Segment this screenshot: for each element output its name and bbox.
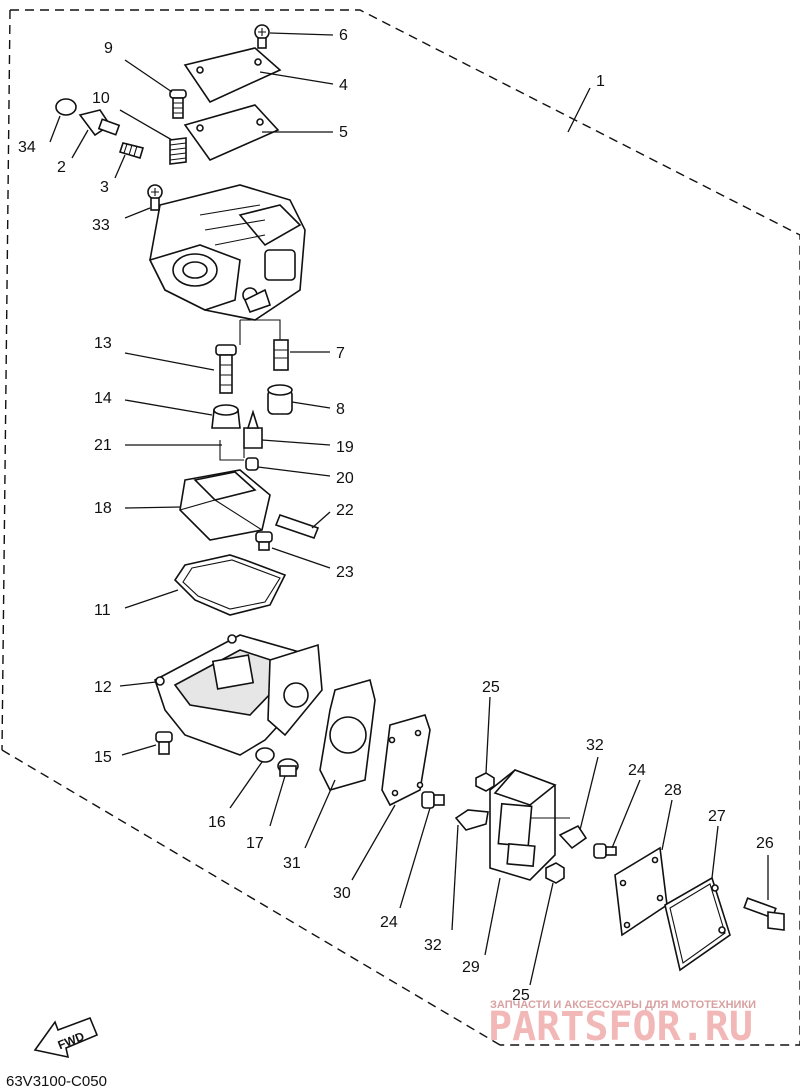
o-ring (55, 98, 77, 116)
callout-3: 3 (100, 179, 109, 196)
callout-24-right: 24 (628, 762, 646, 779)
callout-19: 19 (336, 439, 354, 456)
top-cover (183, 47, 282, 104)
callout-22: 22 (336, 502, 354, 519)
callout-11: 11 (94, 602, 111, 619)
cover-screw (254, 24, 270, 49)
carburetor-body (148, 184, 306, 321)
callout-12: 12 (94, 679, 112, 696)
float-pin (274, 513, 320, 540)
main-jet (169, 89, 187, 119)
float (179, 469, 271, 541)
main-nozzle (215, 344, 237, 394)
callout-16: 16 (208, 814, 226, 831)
callout-2: 2 (57, 159, 66, 176)
float-bowl-gasket (173, 554, 287, 616)
check-valve-right (558, 824, 588, 850)
watermark: ЗАПЧАСТИ И АКСЕССУАРЫ ДЛЯ МОТОТЕХНИКИ PA… (488, 999, 756, 1050)
callout-17: 17 (246, 835, 264, 852)
callout-6: 6 (339, 27, 348, 44)
pump-cover-diaphragm (614, 846, 668, 937)
callout-23: 23 (336, 564, 354, 581)
float-needle (243, 409, 263, 449)
callout-5: 5 (339, 124, 348, 141)
pilot-jet (273, 339, 289, 371)
fuel-fitting (78, 109, 121, 137)
drain-plug (277, 758, 299, 777)
callout-34: 34 (18, 139, 36, 156)
pump-screw-left (421, 791, 445, 809)
leader-lines (49, 32, 769, 986)
pump-cover (664, 876, 731, 972)
pump-cover-bolt (743, 897, 785, 931)
diagram-code: 63V3100-C050 (6, 1073, 107, 1090)
needle-clip (245, 457, 259, 471)
drain-screw (155, 731, 173, 755)
jet-holder (211, 404, 241, 429)
spring (169, 137, 187, 165)
callout-20: 20 (336, 470, 354, 487)
callout-26: 26 (756, 835, 774, 852)
callout-21: 21 (94, 437, 112, 454)
assembly-outline (1, 9, 800, 1046)
callout-9: 9 (104, 40, 113, 57)
callout-29: 29 (462, 959, 480, 976)
pump-nut-lower (545, 862, 565, 884)
pump-screw-right (593, 843, 617, 859)
callout-24-left: 24 (380, 914, 398, 931)
callout-25-lower: 25 (512, 987, 530, 1004)
float-chamber (154, 634, 323, 756)
plug (267, 384, 293, 415)
float-screw (255, 531, 273, 551)
body-screw (147, 184, 163, 211)
callout-32-left: 32 (424, 937, 442, 954)
callout-15: 15 (94, 749, 112, 766)
pilot-screw-spring (118, 142, 145, 159)
watermark-tagline: ЗАПЧАСТИ И АКСЕССУАРЫ ДЛЯ МОТОТЕХНИКИ (490, 999, 756, 1011)
washer (255, 747, 275, 763)
callout-7: 7 (336, 345, 345, 362)
fwd-arrow-icon: FWD (33, 1016, 99, 1059)
pump-diaphragm (381, 714, 431, 807)
fuel-pump-body (489, 769, 570, 881)
callout-30: 30 (333, 885, 351, 902)
watermark-brand: PARTSFOR.RU (488, 1004, 753, 1050)
check-valve-left (454, 809, 489, 831)
callout-13: 13 (94, 335, 112, 352)
callout-8: 8 (336, 401, 345, 418)
callout-10: 10 (92, 90, 110, 107)
callout-28: 28 (664, 782, 682, 799)
callout-27: 27 (708, 808, 726, 825)
callout-25-upper: 25 (482, 679, 500, 696)
top-gasket (183, 104, 280, 161)
callout-32-right: 32 (586, 737, 604, 754)
pump-gasket-a (319, 679, 376, 791)
callout-4: 4 (339, 77, 348, 94)
callout-1: 1 (596, 73, 605, 90)
callout-14: 14 (94, 390, 112, 407)
callout-labels: 1 2 3 4 5 6 7 8 9 10 11 12 13 14 15 16 1… (18, 27, 774, 1004)
callout-31: 31 (283, 855, 301, 872)
callout-33: 33 (92, 217, 110, 234)
callout-18: 18 (94, 500, 112, 517)
